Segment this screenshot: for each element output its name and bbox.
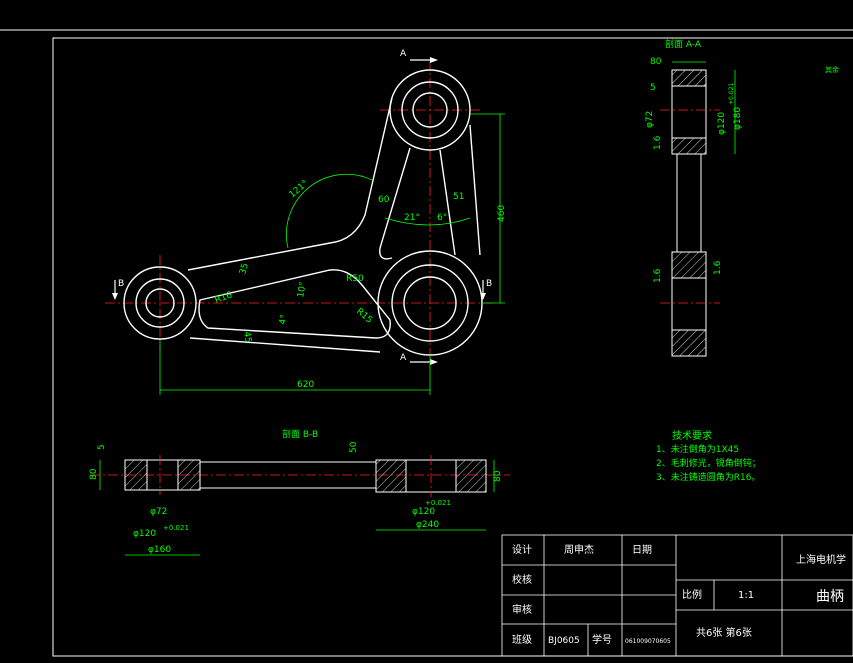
tb-designer: 周申杰 (564, 543, 594, 556)
section-marker-b-right: B (480, 279, 492, 300)
aa-dim-5: 5 (650, 83, 656, 93)
aa-rough-1: 1.6 (653, 135, 663, 150)
drawing-frame (52, 37, 853, 657)
tb-scale-value: 1:1 (738, 590, 754, 601)
tech-req-item-3: 3、未注铸造圆角为R16。 (656, 471, 760, 483)
tb-class-label: 班级 (512, 634, 532, 646)
bb-dim-phi120-right: φ120 (412, 507, 435, 517)
tech-req-item-2: 2、毛刺修光，锐角倒钝； (656, 457, 761, 469)
dim-620: 620 (297, 380, 314, 390)
dim-angle-6: 6° (437, 213, 447, 223)
main-dimensions: 121° 60 51 21° 6° 460 35 R50 R16 10° 4° … (159, 113, 507, 395)
tb-scale-label: 比例 (682, 588, 702, 601)
aa-rough-2: 1.6 (653, 268, 663, 283)
main-view: A A B B 121° 60 51 21° 6° (105, 49, 507, 395)
tb-check-label: 校核 (512, 573, 532, 586)
section-marker-b-left: B (112, 279, 124, 300)
tech-req-item-1: 1、未注倒角为1X45 (656, 443, 739, 455)
section-aa-title: 剖面 A-A (665, 38, 702, 50)
tb-sheets: 共6张 第6张 (696, 626, 752, 639)
bb-dim-phi240: φ240 (416, 520, 439, 530)
dim-45: 45 (241, 331, 253, 344)
aa-dim-tol: +0.021 (728, 83, 735, 105)
dim-35: 35 (238, 262, 251, 276)
section-bb-title: 剖面 B-B (282, 428, 318, 440)
bb-dim-80: 80 (89, 468, 99, 480)
section-label-a-bottom: A (400, 353, 407, 363)
bb-dim-phi72: φ72 (150, 507, 167, 517)
dim-angle-21: 21° (404, 213, 420, 223)
bb-dim-phi120: φ120 (133, 529, 156, 539)
section-bb: 剖面 B-B 80 5 φ72 φ120 +0.021 φ160 50 80 φ… (89, 428, 510, 556)
section-aa: 剖面 A-A 80 5 φ72 φ120 +0.021 φ180 1.6 1.6… (645, 38, 839, 357)
bb-dim-tol-right: +0.021 (425, 499, 451, 507)
dim-460: 460 (497, 205, 507, 222)
tech-req-title: 技术要求 (672, 429, 712, 442)
crank-arms (187, 97, 481, 353)
section-marker-a-bottom: A (400, 353, 438, 365)
section-label-b-left: B (118, 279, 124, 289)
dim-angle-10: 10° (296, 281, 309, 298)
dim-r50: R50 (346, 274, 364, 284)
bb-dim-5: 5 (97, 444, 107, 450)
top-boss (389, 69, 471, 151)
title-block: 设计 周申杰 日期 校核 审核 班级 BJ0605 学号 06100907060… (501, 534, 853, 657)
left-boss (123, 266, 197, 340)
dim-r15: R15 (354, 307, 374, 326)
bb-dim-50: 50 (349, 441, 359, 453)
bb-dim-phi160: φ160 (148, 545, 171, 555)
tb-id-value: 061009070605 (625, 638, 671, 645)
bb-dim-tol-left: +0.021 (163, 524, 189, 532)
dim-60: 60 (378, 195, 390, 205)
aa-rough-3: 1.6 (713, 260, 723, 275)
section-label-b-right: B (486, 279, 492, 289)
tb-review-label: 审核 (512, 603, 532, 616)
bb-dim-80-right: 80 (493, 470, 503, 482)
tb-class-value: BJ0605 (548, 636, 580, 646)
aa-dim-phi120: φ120 (717, 112, 727, 135)
tb-date-label: 日期 (632, 544, 652, 556)
dim-r16: R16 (214, 290, 234, 306)
aa-dim-phi72: φ72 (645, 111, 655, 128)
tb-part-name: 曲柄 (816, 589, 844, 605)
tb-id-label: 学号 (592, 633, 612, 646)
section-marker-a-top: A (400, 49, 438, 63)
tb-school: 上海电机学 (796, 553, 846, 566)
section-label-a-top: A (400, 49, 407, 59)
dim-51: 51 (453, 192, 464, 202)
dim-angle-4: 4° (278, 314, 290, 326)
tb-design-label: 设计 (512, 543, 532, 556)
aa-dim-phi180: φ180 (733, 107, 743, 130)
technical-requirements: 技术要求 1、未注倒角为1X45 2、毛刺修光，锐角倒钝； 3、未注铸造圆角为R… (656, 429, 761, 483)
aa-dim-80: 80 (650, 57, 662, 67)
aa-note-right: 其余 (825, 65, 839, 74)
